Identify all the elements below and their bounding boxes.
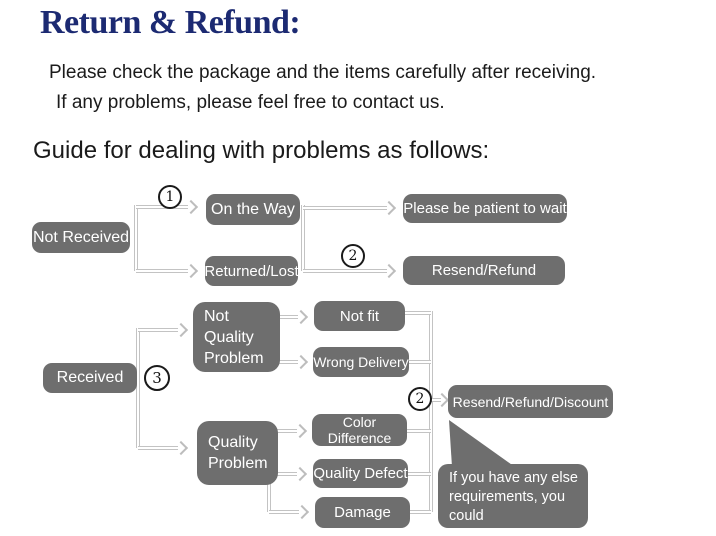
node-not-fit: Not fit [314,301,405,331]
connector-line [301,205,305,271]
connector-line [429,311,433,512]
connector-line [272,315,298,319]
circled-number-3: 3 [144,365,170,391]
node-wrong-delivery: Wrong Delivery [313,347,409,377]
connector-line [406,472,431,476]
node-not-quality-problem: Not Quality Problem [193,302,280,372]
arrowhead-icon [381,263,397,279]
connector-line [404,311,431,315]
guide-heading: Guide for dealing with problems as follo… [33,137,490,164]
node-please-be-patient: Please be patient to wait [403,194,567,223]
arrowhead-icon [294,504,310,520]
subtitle-line-1: Please check the package and the items c… [49,62,597,83]
subtitle-line-2: If any problems, please feel free to con… [56,92,445,113]
node-on-the-way: On the Way [206,194,300,225]
node-returned-lost: Returned/Lost [204,256,299,286]
node-damage: Damage [315,497,410,528]
connector-line [407,360,431,364]
arrowhead-icon [292,423,308,439]
connector-line [269,510,299,514]
connector-line [408,510,431,514]
arrowhead-icon [293,354,309,370]
circled-number-1: 1 [158,185,182,209]
node-received: Received [43,363,137,393]
node-quality-problem: Quality Problem [197,421,278,485]
arrowhead-icon [293,309,309,325]
arrowhead-icon [173,322,189,338]
note-bubble: If you have any else requirements, you c… [438,464,588,536]
node-not-received: Not Received [32,222,130,253]
connector-line [269,429,297,433]
connector-line [138,446,178,450]
connector-line [303,206,387,210]
node-color-difference: Color Difference [312,414,407,446]
arrowhead-icon [173,440,189,456]
connector-line [138,328,178,332]
connector-line [272,360,298,364]
circled-number-2: 2 [408,387,432,411]
arrowhead-icon [292,466,308,482]
connector-line [269,472,297,476]
page-title: Return & Refund: [40,4,301,41]
connector-line [405,429,431,433]
connector-line [303,269,387,273]
circled-number-2: 2 [341,244,365,268]
connector-line [134,205,138,271]
speech-bubble-tail [449,420,515,467]
connector-line [136,269,188,273]
connector-line [431,398,441,402]
connector-line [136,328,140,448]
node-quality-defect: Quality Defect [313,459,408,488]
arrowhead-icon [183,199,199,215]
node-resend-refund: Resend/Refund [403,256,565,285]
node-resend-refund-discount: Resend/Refund/Discount [448,385,613,418]
arrowhead-icon [183,263,199,279]
arrowhead-icon [434,392,450,408]
arrowhead-icon [381,200,397,216]
